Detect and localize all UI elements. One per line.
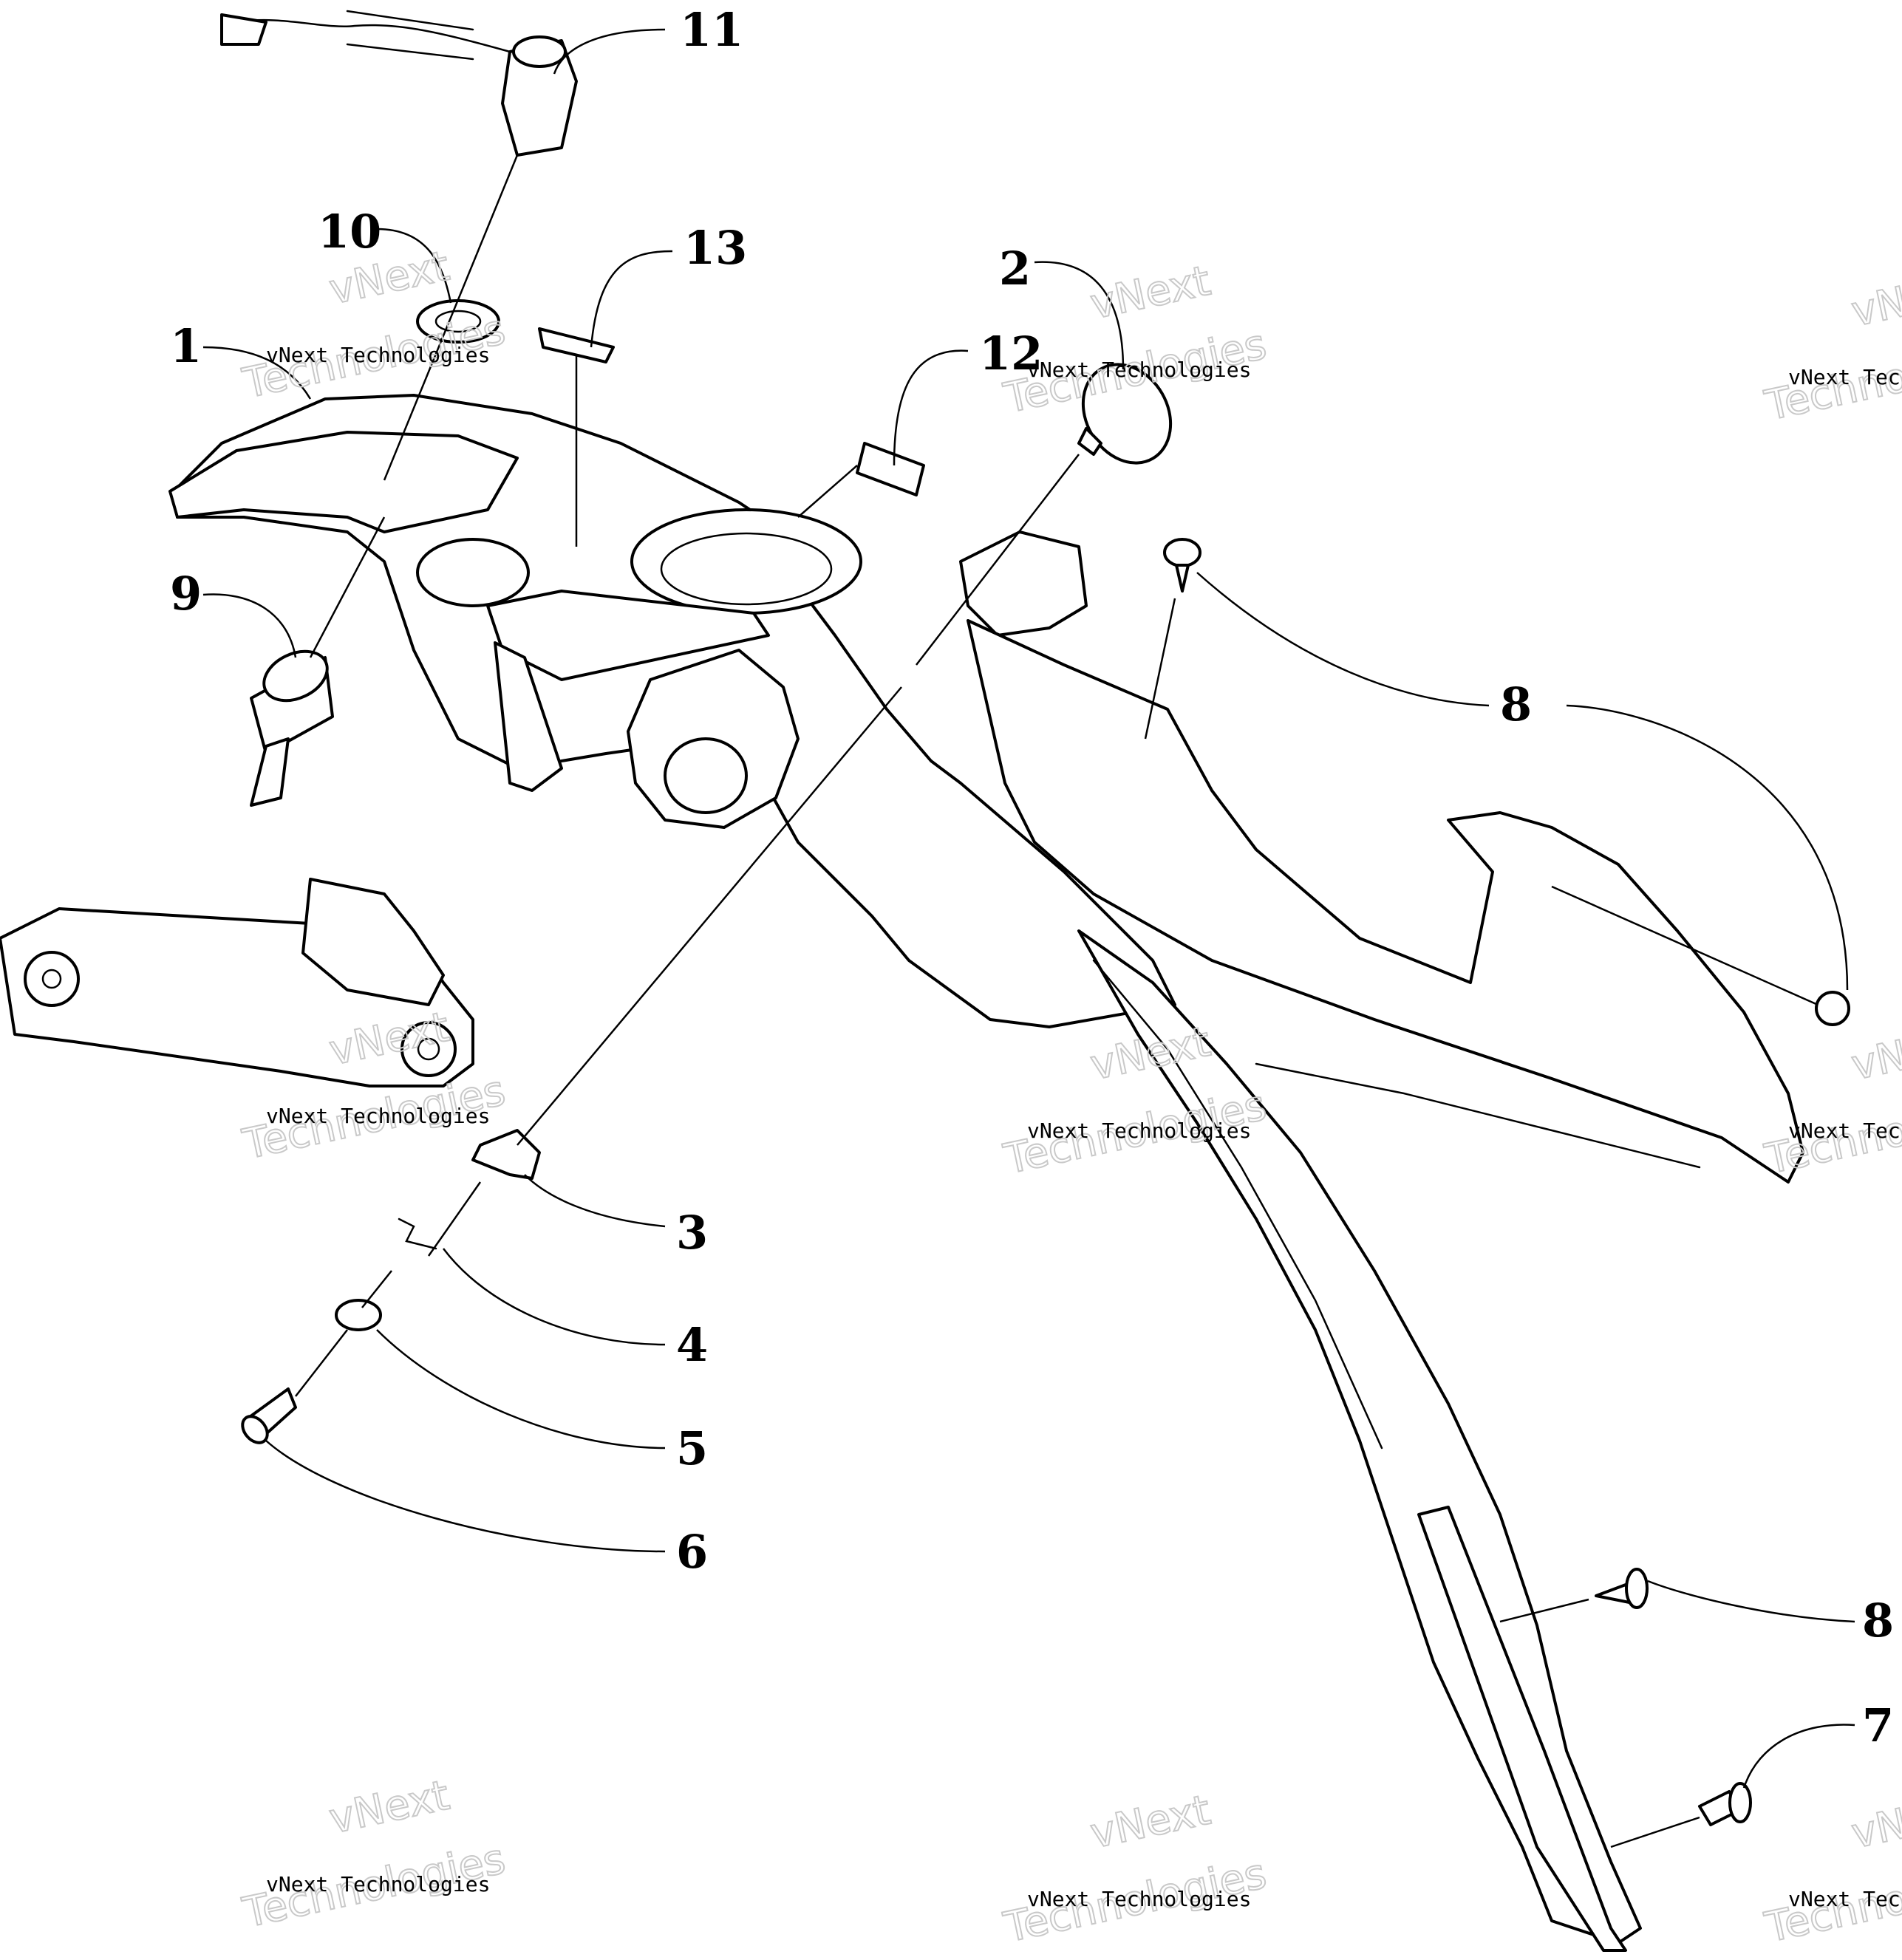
callout-7: 7 <box>1862 1698 1894 1752</box>
watermark: vNext Technologies vNext Technologies <box>1760 1786 1902 1953</box>
callout-13: 13 <box>684 221 747 275</box>
callout-12: 12 <box>979 327 1043 380</box>
svg-text:vNext Technologies: vNext Technologies <box>1027 1887 1251 1911</box>
screw-8-lower <box>1595 1568 1649 1609</box>
svg-text:vNext: vNext <box>1086 257 1215 329</box>
decal-13 <box>538 327 615 363</box>
screw-8-top <box>1163 538 1201 593</box>
callout-2: 2 <box>999 242 1031 296</box>
svg-text:vNext: vNext <box>1086 1786 1215 1859</box>
callout-10: 10 <box>318 205 381 259</box>
svg-text:vNext Technologies: vNext Technologies <box>1788 1119 1902 1143</box>
callout-8-top: 8 <box>1500 677 1532 731</box>
svg-text:vNext: vNext <box>1847 264 1902 337</box>
assembly-lines <box>295 154 1819 1848</box>
spring-clip <box>398 1218 437 1250</box>
svg-text:vNext Technologies: vNext Technologies <box>266 1104 490 1128</box>
screw-7 <box>1698 1782 1752 1826</box>
console-body <box>0 394 1804 1952</box>
watermark: vNext Technologies vNext Technologies <box>238 1771 510 1939</box>
screw-8-right <box>1815 991 1850 1026</box>
ignition-switch <box>250 649 334 807</box>
push-knob <box>1077 363 1173 465</box>
callout-5: 5 <box>676 1421 708 1475</box>
svg-text:vNext Technologies: vNext Technologies <box>1027 358 1251 382</box>
decal-12 <box>856 442 925 496</box>
callout-6: 6 <box>676 1525 708 1579</box>
tether-key <box>220 10 578 157</box>
watermark: vNext Technologies vNext Technologies <box>238 242 510 409</box>
washer <box>335 1299 382 1331</box>
callout-8-lower: 8 <box>1862 1594 1894 1647</box>
callout-11: 11 <box>680 3 743 57</box>
svg-text:vNext: vNext <box>1847 1018 1902 1090</box>
bolt <box>241 1387 297 1444</box>
callout-3: 3 <box>676 1206 708 1260</box>
clip <box>471 1129 541 1180</box>
callout-labels: 1 2 3 4 5 6 7 8 8 9 10 11 12 13 <box>170 3 1894 1752</box>
callout-1: 1 <box>170 319 202 373</box>
callout-leaders <box>202 28 1855 1789</box>
svg-text:vNext: vNext <box>1847 1786 1902 1859</box>
watermark: vNext Technologies vNext Technologies <box>1760 264 1902 431</box>
callout-9: 9 <box>170 567 202 621</box>
callout-4: 4 <box>676 1318 708 1372</box>
svg-text:vNext Technologies: vNext Technologies <box>1788 365 1902 389</box>
svg-text:vNext Technologies: vNext Technologies <box>1788 1887 1902 1911</box>
svg-text:vNext Technologies: vNext Technologies <box>1027 1119 1251 1143</box>
watermark: vNext Technologies vNext Technologies <box>999 1786 1271 1953</box>
svg-text:vNext Technologies: vNext Technologies <box>266 1872 490 1896</box>
svg-text:vNext Technologies: vNext Technologies <box>266 343 490 367</box>
svg-text:vNext: vNext <box>325 1772 454 1844</box>
